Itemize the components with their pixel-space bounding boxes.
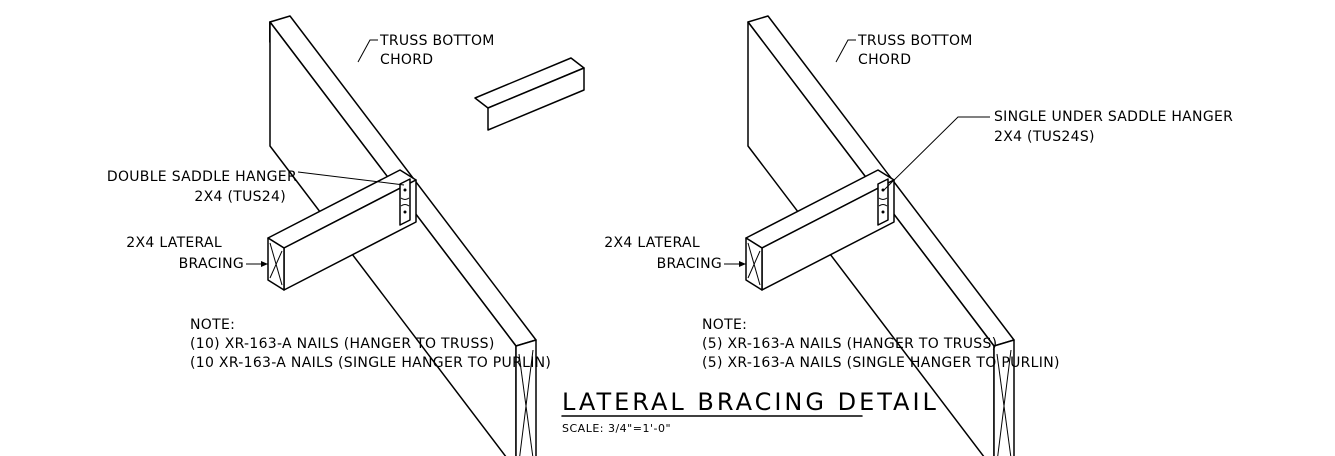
right-note-heading: NOTE:	[702, 317, 747, 333]
right-chord-end-section	[996, 349, 1012, 456]
right-note: NOTE: (5) XR-163-A NAILS (HANGER TO TRUS…	[702, 317, 1060, 371]
left-note-heading: NOTE:	[190, 317, 235, 333]
detail-title: LATERAL BRACING DETAIL	[562, 388, 939, 416]
right-near-purlin	[745, 169, 895, 291]
detail-scale: SCALE: 3/4"=1'-0"	[562, 422, 671, 435]
left-chord-label-line2: CHORD	[380, 52, 433, 68]
right-chord-label-line2: CHORD	[858, 52, 911, 68]
left-near-purlin	[267, 169, 417, 291]
right-chord-label-line1: TRUSS BOTTOM	[857, 33, 973, 49]
left-note-line1: (10) XR-163-A NAILS (HANGER TO TRUSS)	[190, 336, 495, 352]
left-hanger-label-line1: DOUBLE SADDLE HANGER	[107, 169, 297, 185]
left-chord-end-section	[518, 349, 534, 456]
leaders	[246, 39, 990, 267]
left-labels: TRUSS BOTTOM CHORD DOUBLE SADDLE HANGER …	[107, 33, 495, 272]
right-hanger-label-line1: SINGLE UNDER SADDLE HANGER	[994, 109, 1233, 125]
right-single-under-saddle-hanger	[877, 178, 889, 226]
left-note-line2: (10 XR-163-A NAILS (SINGLE HANGER TO PUR…	[190, 355, 551, 371]
right-labels: TRUSS BOTTOM CHORD SINGLE UNDER SADDLE H…	[604, 33, 1233, 272]
left-bracing-label-line2: BRACING	[179, 256, 244, 272]
right-bracing-label-line2: BRACING	[657, 256, 722, 272]
right-note-line1: (5) XR-163-A NAILS (HANGER TO TRUSS)	[702, 336, 997, 352]
right-hanger-label-line2: 2X4 (TUS24S)	[994, 129, 1095, 145]
left-double-saddle-hanger	[399, 178, 411, 226]
left-hanger-label-line2: 2X4 (TUS24)	[194, 189, 286, 205]
title-block: LATERAL BRACING DETAIL SCALE: 3/4"=1'-0"	[561, 388, 939, 435]
left-note: NOTE: (10) XR-163-A NAILS (HANGER TO TRU…	[190, 317, 551, 371]
left-chord-label-line1: TRUSS BOTTOM	[379, 33, 495, 49]
left-bracing-label-line1: 2X4 LATERAL	[126, 235, 222, 251]
right-bracing-label-line1: 2X4 LATERAL	[604, 235, 700, 251]
left-far-purlin	[474, 57, 585, 131]
right-note-line2: (5) XR-163-A NAILS (SINGLE HANGER TO PUR…	[702, 355, 1060, 371]
